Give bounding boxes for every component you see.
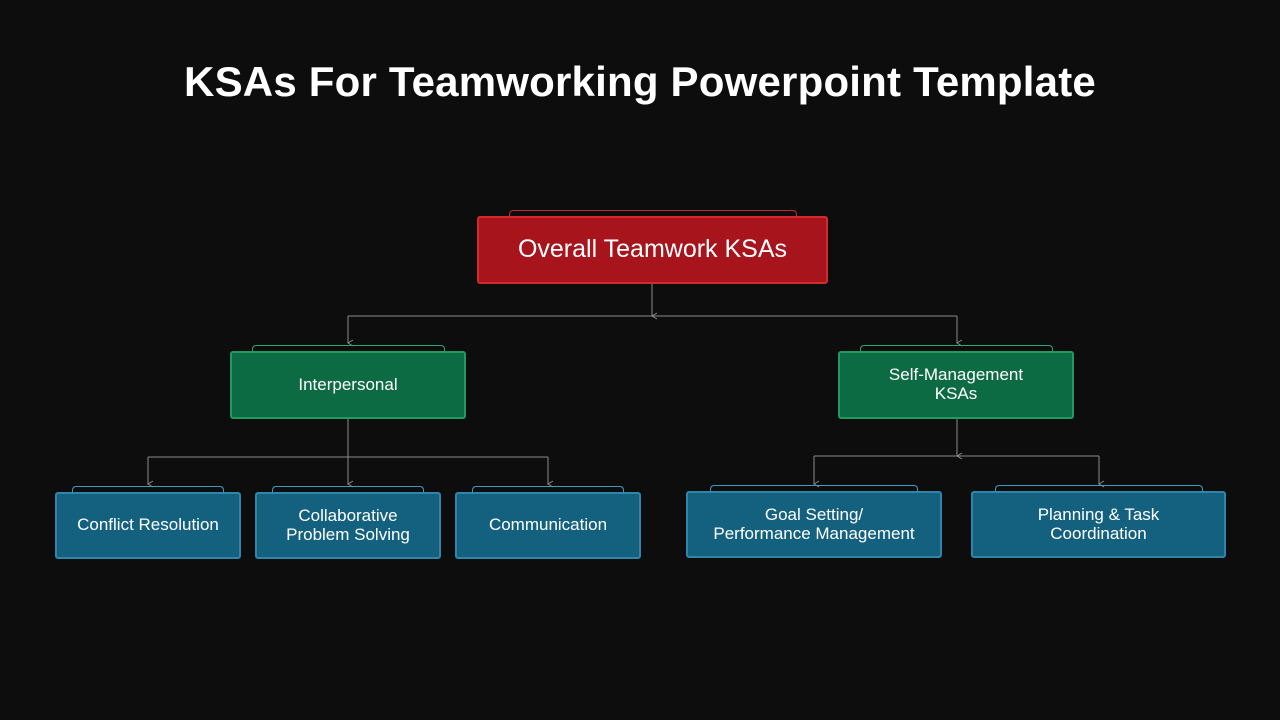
- interpersonal-node-tab: [252, 345, 445, 353]
- interpersonal-node-label: Interpersonal: [298, 374, 398, 394]
- root-node[interactable]: Overall Teamwork KSAs: [477, 216, 828, 284]
- goal-setting-node-tab: [710, 485, 918, 493]
- collaborative-problem-solving-node[interactable]: Collaborative Problem Solving: [255, 492, 441, 559]
- planning-label-line2: Coordination: [1050, 523, 1147, 543]
- communication-label: Communication: [488, 515, 608, 535]
- planning-task-coordination-label: Planning & Task Coordination: [1037, 504, 1160, 543]
- collaborative-label-line2: Problem Solving: [286, 524, 410, 544]
- planning-label-line1: Planning & Task: [1037, 504, 1160, 524]
- planning-task-coordination-node[interactable]: Planning & Task Coordination: [971, 491, 1226, 558]
- goal-setting-label: Goal Setting/ Performance Management: [713, 504, 915, 543]
- interpersonal-node[interactable]: Interpersonal: [230, 351, 466, 419]
- self-management-node-label: Self-Management KSAs: [889, 366, 1023, 403]
- collaborative-label-line1: Collaborative: [298, 505, 398, 525]
- planning-task-coordination-node-tab: [995, 485, 1203, 493]
- conflict-resolution-node[interactable]: Conflict Resolution: [55, 492, 241, 559]
- goal-setting-label-line2: Performance Management: [713, 523, 915, 543]
- root-node-label: Overall Teamwork KSAs: [517, 235, 788, 264]
- goal-setting-label-line1: Goal Setting/: [764, 504, 864, 524]
- root-node-tab: [509, 210, 797, 218]
- goal-setting-node[interactable]: Goal Setting/ Performance Management: [686, 491, 942, 558]
- collaborative-problem-solving-node-tab: [272, 486, 424, 494]
- communication-node-tab: [472, 486, 624, 494]
- self-management-node-tab: [860, 345, 1053, 353]
- self-management-label-line1: Self-Management: [888, 365, 1024, 385]
- self-management-node[interactable]: Self-Management KSAs: [838, 351, 1074, 419]
- collaborative-problem-solving-label: Collaborative Problem Solving: [286, 505, 410, 544]
- communication-node[interactable]: Communication: [455, 492, 641, 559]
- self-management-label-line2: KSAs: [934, 384, 978, 403]
- conflict-resolution-label: Conflict Resolution: [77, 515, 219, 535]
- slide-title: KSAs For Teamworking Powerpoint Template: [184, 58, 1096, 105]
- conflict-resolution-node-tab: [72, 486, 224, 494]
